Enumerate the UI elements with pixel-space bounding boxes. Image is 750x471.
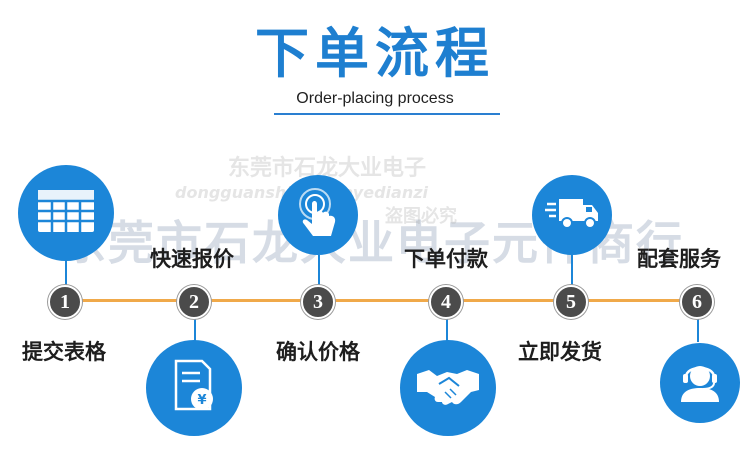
stem-4 <box>446 302 448 342</box>
page-subtitle: Order-placing process <box>296 90 454 107</box>
handshake-icon <box>415 364 481 412</box>
step-4-circle <box>400 340 496 436</box>
tap-finger-icon <box>293 186 343 244</box>
step-2-label: 快速报价 <box>150 247 234 271</box>
watermark-notice: 盗图必究 <box>385 206 457 227</box>
step-6-number: 6 <box>680 285 714 319</box>
svg-text:¥: ¥ <box>197 393 206 408</box>
step-3-circle <box>278 175 358 255</box>
page-title: 下单流程 <box>255 22 495 85</box>
stem-6 <box>697 302 699 342</box>
step-3-label: 确认价格 <box>276 340 360 364</box>
stem-5 <box>571 255 573 299</box>
step-2-circle: ¥ <box>146 340 242 436</box>
step-1-circle <box>18 165 114 261</box>
customer-service-icon <box>677 359 723 407</box>
stem-3 <box>318 255 320 299</box>
step-2-number: 2 <box>177 285 211 319</box>
step-1-label: 提交表格 <box>22 340 106 364</box>
step-5-number: 5 <box>554 285 588 319</box>
spreadsheet-icon <box>37 189 95 237</box>
stem-1 <box>65 255 67 299</box>
timeline-line <box>62 299 702 302</box>
step-6-circle <box>660 343 740 423</box>
step-4-number: 4 <box>429 285 463 319</box>
step-4-label: 下单付款 <box>404 247 488 271</box>
step-3-number: 3 <box>301 285 335 319</box>
delivery-truck-icon <box>545 195 599 235</box>
step-6-label: 配套服务 <box>637 247 721 271</box>
step-5-circle <box>532 175 612 255</box>
step-1-number: 1 <box>48 285 82 319</box>
stem-2 <box>194 302 196 342</box>
quotation-document-icon: ¥ <box>172 359 216 417</box>
subtitle-underline <box>274 113 500 115</box>
step-5-label: 立即发货 <box>518 340 602 364</box>
